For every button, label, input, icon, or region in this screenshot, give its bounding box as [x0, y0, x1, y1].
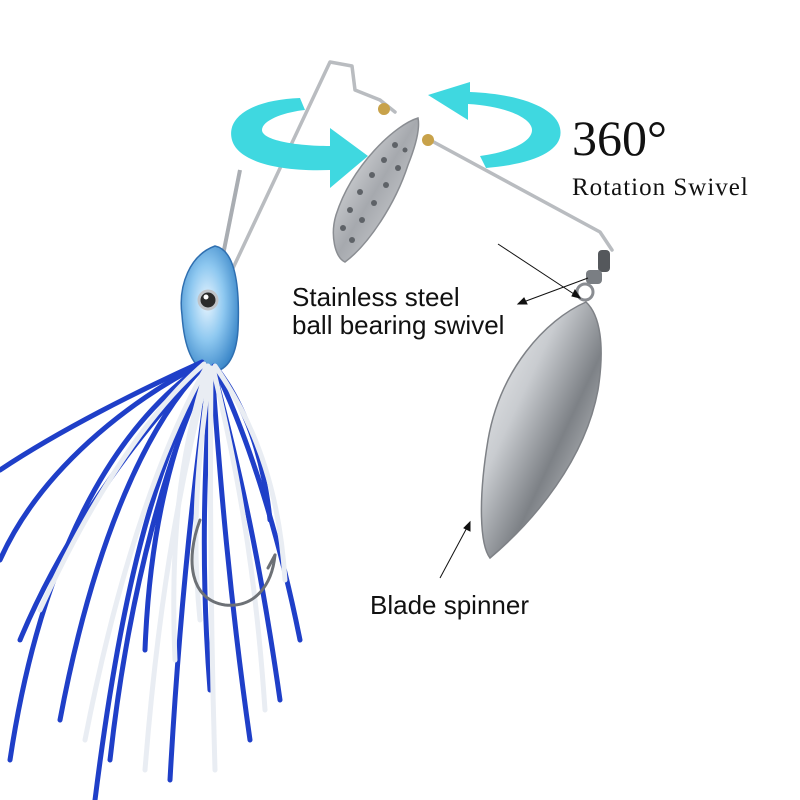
- lower-wire-arm: [428, 138, 614, 252]
- pointer-lines: [439, 243, 589, 579]
- eye-icon: [197, 289, 219, 311]
- hook: [190, 518, 277, 607]
- swivel-label-line1: Stainless steel: [292, 282, 460, 312]
- wire-frame: [216, 60, 614, 302]
- left-rotation-arrow-icon: [231, 98, 368, 188]
- rotation-swivel-label: Rotation Swivel: [572, 174, 749, 201]
- upper-wire-arm: [216, 60, 397, 302]
- blade-spinner-label: Blade spinner: [370, 590, 529, 620]
- gold-bead: [378, 103, 390, 115]
- gold-bead: [422, 134, 434, 146]
- rotation-arrows: [231, 82, 561, 188]
- right-rotation-arrow-icon: [428, 82, 561, 168]
- rotation-degrees-label: 360°: [572, 110, 667, 166]
- swivel-label-line2: ball bearing swivel: [292, 310, 505, 340]
- silicone-skirt: [0, 359, 303, 800]
- lure-head: [180, 245, 240, 373]
- small-hammered-blade: [332, 117, 420, 263]
- ball-bearing-swivel: [575, 250, 610, 302]
- large-willow-blade: [480, 301, 602, 560]
